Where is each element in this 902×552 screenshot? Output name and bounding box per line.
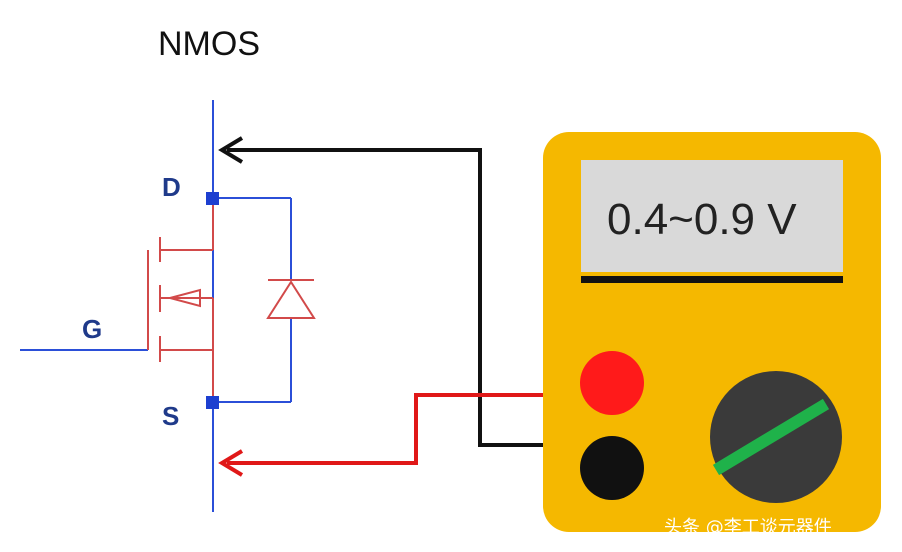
display-bottom-bezel (581, 276, 843, 283)
gate-label: G (82, 314, 102, 344)
red-probe-lead (218, 393, 548, 477)
drain-pin-dot (206, 192, 219, 205)
display-reading: 0.4~0.9 V (607, 195, 797, 244)
dial-pointer (712, 398, 830, 476)
multimeter-display (581, 160, 843, 272)
diagram-title: NMOS (158, 25, 260, 63)
source-label: S (162, 401, 179, 431)
watermark: 头条 @李工谈元器件 (664, 517, 832, 538)
drain-label: D (162, 172, 181, 202)
positive-jack (580, 351, 644, 415)
body-diode (213, 197, 292, 403)
selector-dial (710, 371, 842, 503)
mosfet-symbol (147, 198, 214, 402)
negative-jack (580, 436, 644, 500)
black-probe-lead (218, 136, 548, 447)
source-pin-dot (206, 396, 219, 409)
diode-symbol (266, 279, 316, 319)
multimeter: 0.4~0.9 V (543, 132, 881, 532)
